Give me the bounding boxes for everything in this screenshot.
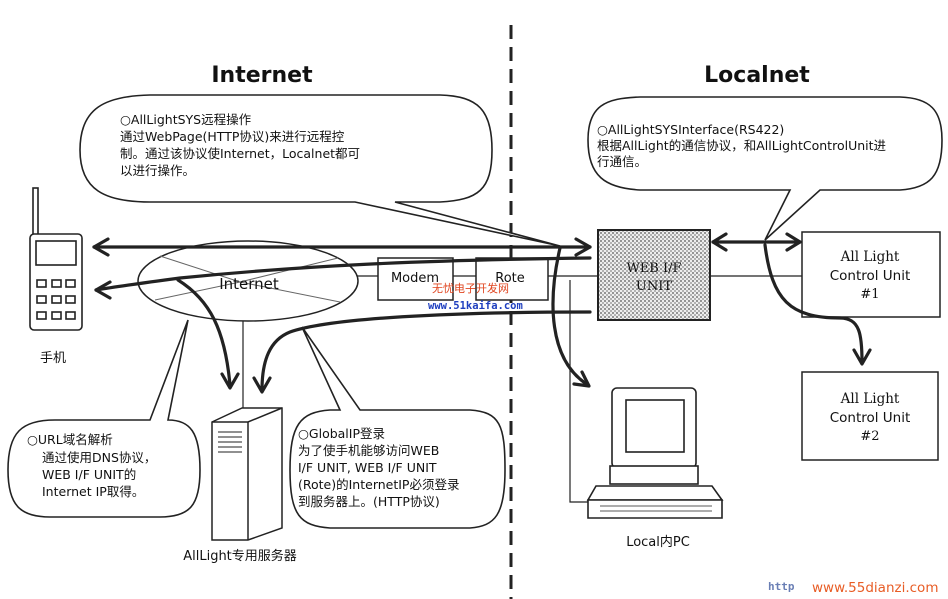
url-line-4: Internet IP取得。: [42, 484, 144, 499]
cu2-line-2: Control Unit: [830, 410, 911, 426]
center-watermark-url: www.51kaifa.com: [428, 300, 523, 312]
web-if-line-2: UNIT: [636, 279, 672, 294]
global-ip-line-2: 为了使手机能够访问WEB: [298, 443, 439, 458]
arrowhead-webif-top: [574, 237, 592, 257]
global-ip-bubble: ○GlobalIP登录 为了使手机能够访问WEB I/F UNIT, WEB I…: [289, 326, 506, 529]
modem-label: Modem: [391, 271, 439, 286]
global-ip-line-5: 到服务器上。(HTTP协议): [298, 494, 440, 509]
url-line-1: ○URL域名解析: [27, 432, 113, 447]
center-watermark-cn: 无忧电子开发网: [432, 281, 509, 295]
arrowhead-webif-right: [711, 232, 728, 252]
global-ip-line-3: I/F UNIT, WEB I/F UNIT: [298, 460, 437, 475]
arrows: [92, 232, 872, 394]
corner-watermark-logo: http: [768, 580, 795, 593]
arrowhead-cu1: [785, 232, 802, 252]
arrow-webif-server: [260, 310, 592, 392]
arrow-webif-cu2: [763, 243, 864, 364]
url-line-3: WEB I/F UNIT的: [42, 467, 136, 482]
arrow-webif-pc: [551, 246, 590, 387]
control-unit-1: All Light Control Unit #1: [801, 231, 941, 318]
web-if-unit: WEB I/F UNIT: [597, 229, 711, 321]
cu1-line-2: Control Unit: [830, 268, 911, 284]
local-pc-icon: [586, 387, 724, 519]
cloud-label: Internet: [219, 275, 279, 293]
web-if-line-1: WEB I/F: [626, 261, 681, 276]
interface-line-3: 行通信。: [597, 154, 647, 169]
interface-line-2: 根据AllLight的通信协议，和AllLightControlUnit进: [597, 138, 887, 153]
arrow-webif-phone-low: [94, 256, 592, 292]
url-line-2: 通过使用DNS协议，: [42, 450, 156, 465]
remote-op-line-3: 制。通过该协议使Internet，Localnet都可: [120, 146, 360, 161]
corner-watermark-url: www.55dianzi.com: [812, 580, 938, 596]
arrowhead-pc: [572, 370, 591, 388]
remote-op-line-1: ○AllLightSYS远程操作: [120, 112, 252, 127]
interface-line-1: ○AllLightSYSInterface(RS422): [597, 122, 784, 137]
mobile-phone-icon: [29, 187, 83, 331]
arrowhead-phone-low: [94, 280, 112, 300]
internet-heading: Internet: [211, 63, 313, 88]
cu1-line-1: All Light: [840, 249, 900, 265]
local-pc-label: Local内PC: [626, 534, 690, 550]
url-bubble: ○URL域名解析 通过使用DNS协议， WEB I/F UNIT的 Intern…: [7, 319, 201, 518]
arrowhead-server: [220, 372, 240, 390]
cu2-line-1: All Light: [840, 391, 900, 407]
cu2-line-3: #2: [860, 429, 879, 444]
arrowhead-phone: [92, 237, 110, 257]
server-icon: [211, 407, 283, 541]
global-ip-line-4: (Rote)的InternetIP必须登录: [298, 477, 459, 492]
arrowhead-cu2: [852, 348, 872, 366]
control-unit-2: All Light Control Unit #2: [801, 371, 939, 461]
cu1-line-3: #1: [860, 287, 879, 302]
phone-label: 手机: [40, 351, 66, 366]
internet-cloud: Internet: [137, 240, 359, 322]
global-ip-line-1: ○GlobalIP登录: [298, 426, 385, 441]
localnet-heading: Localnet: [704, 63, 810, 88]
rote-label: Rote: [495, 271, 525, 286]
remote-op-line-4: 以进行操作。: [120, 163, 195, 178]
remote-op-bubble: ○AllLightSYS远程操作 通过WebPage(HTTP协议)来进行远程控…: [79, 94, 561, 247]
arrow-cloud-server: [176, 278, 232, 387]
server-label: AllLight专用服务器: [183, 548, 297, 564]
rote-box: Rote: [475, 257, 549, 301]
interface-bubble: ○AllLightSYSInterface(RS422) 根据AllLight的…: [587, 96, 943, 241]
remote-op-line-2: 通过WebPage(HTTP协议)来进行远程控: [120, 129, 345, 144]
modem-box: Modem: [377, 257, 454, 301]
arrowhead-server-2: [252, 376, 272, 394]
